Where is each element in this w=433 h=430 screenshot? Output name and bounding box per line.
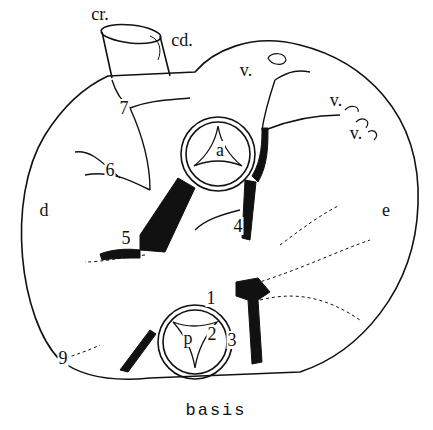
callout-label: 5 bbox=[121, 229, 132, 247]
callout-label: 2 bbox=[207, 325, 218, 343]
callout-label: e bbox=[381, 201, 391, 219]
callout-label: p bbox=[183, 329, 194, 347]
callout-label: v. bbox=[349, 124, 363, 142]
callout-label: 7 bbox=[119, 99, 130, 117]
callout-label: d bbox=[39, 201, 50, 219]
callout-label: v. bbox=[329, 91, 343, 109]
callout-label: cd. bbox=[170, 31, 194, 49]
callout-label: v. bbox=[239, 61, 253, 79]
callout-label: 6 bbox=[105, 161, 116, 179]
callout-label: 4 bbox=[233, 217, 244, 235]
callout-label: 3 bbox=[227, 331, 238, 349]
callout-label: cr. bbox=[90, 5, 110, 23]
callout-label: 1 bbox=[206, 289, 217, 307]
callout-label: a bbox=[215, 141, 225, 159]
callout-label: 9 bbox=[58, 349, 69, 367]
caption: basis bbox=[185, 401, 246, 420]
